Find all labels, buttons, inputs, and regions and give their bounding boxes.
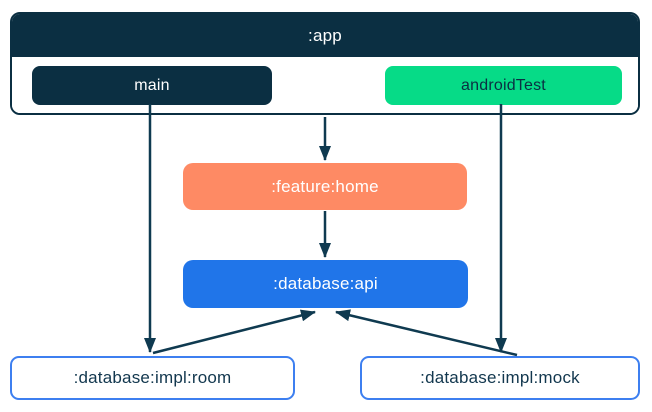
- edge-database-impl-room-to-database-api: [152, 309, 316, 355]
- node-feature-home-label: :feature:home: [271, 176, 379, 196]
- node-app-label: :app: [308, 25, 342, 45]
- node-app-header: :app: [12, 14, 638, 57]
- node-feature-home: :feature:home: [183, 163, 467, 210]
- node-app-body: main androidTest: [12, 57, 638, 113]
- node-database-impl-room-label: :database:impl:room: [73, 368, 232, 387]
- node-database-impl-mock-label: :database:impl:mock: [420, 368, 580, 387]
- node-database-impl-mock: :database:impl:mock: [360, 356, 640, 400]
- node-database-impl-room: :database:impl:room: [10, 356, 295, 400]
- edge-database-impl-mock-to-database-api: [335, 309, 518, 357]
- node-database-api: :database:api: [183, 260, 468, 308]
- node-app: :app main androidTest: [10, 12, 640, 115]
- node-database-api-label: :database:api: [273, 274, 378, 293]
- node-source-set-androidtest: androidTest: [385, 66, 622, 105]
- source-set-main-label: main: [134, 76, 170, 94]
- node-source-set-main: main: [32, 66, 272, 105]
- source-set-androidtest-label: androidTest: [461, 76, 546, 94]
